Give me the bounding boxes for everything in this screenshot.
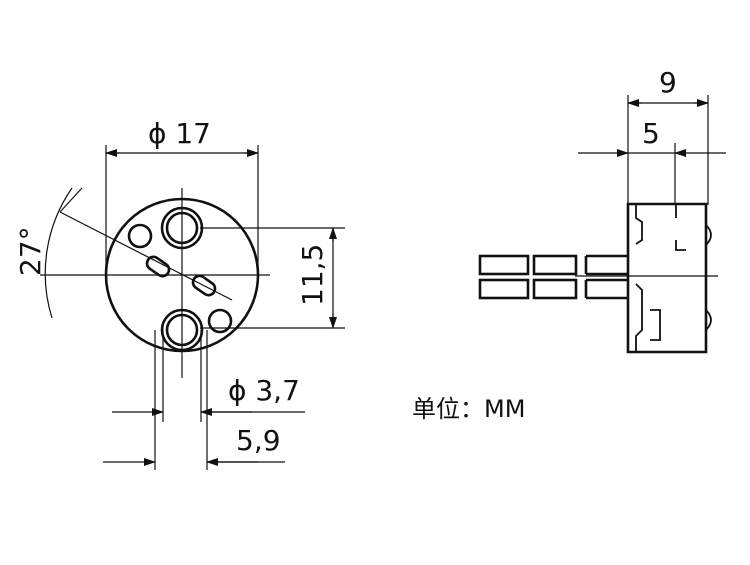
side-body-bump — [705, 224, 712, 246]
dim-pin-diameter: ϕ 3,7 — [228, 374, 300, 407]
dim-base-depth: 5 — [642, 117, 660, 150]
side-body-detail — [675, 240, 686, 251]
pin-segment — [584, 254, 628, 276]
side-body-detail — [635, 283, 643, 352]
dim-diameter-body: ϕ 17 — [148, 117, 211, 150]
pin-segment — [584, 278, 628, 300]
hole-right — [207, 308, 233, 334]
side-body-detail — [650, 309, 661, 341]
hole-left — [127, 223, 153, 249]
pin-segment — [532, 278, 578, 300]
dim-total-depth: 9 — [659, 66, 677, 99]
front-view: ϕ 17 27° 11,5 ϕ 3,7 5,9 — [14, 117, 345, 470]
pin-segment — [478, 278, 530, 300]
dim-pin-width: 5,9 — [236, 424, 281, 457]
pin-segment — [532, 254, 578, 276]
unit-label: 单位：MM — [412, 395, 525, 423]
side-body-outline — [626, 202, 708, 354]
dim-angle: 27° — [14, 226, 47, 276]
side-body-detail — [635, 204, 643, 245]
side-view: 9 5 — [478, 66, 726, 354]
slot-right — [191, 274, 217, 297]
side-body-bump — [705, 309, 712, 331]
centerline-angled — [59, 211, 233, 301]
dim-pin-spacing: 11,5 — [296, 244, 329, 306]
angle-arc — [44, 187, 73, 319]
angle-leader — [59, 187, 83, 213]
slot-left — [145, 255, 171, 278]
pin-segment — [478, 254, 530, 276]
